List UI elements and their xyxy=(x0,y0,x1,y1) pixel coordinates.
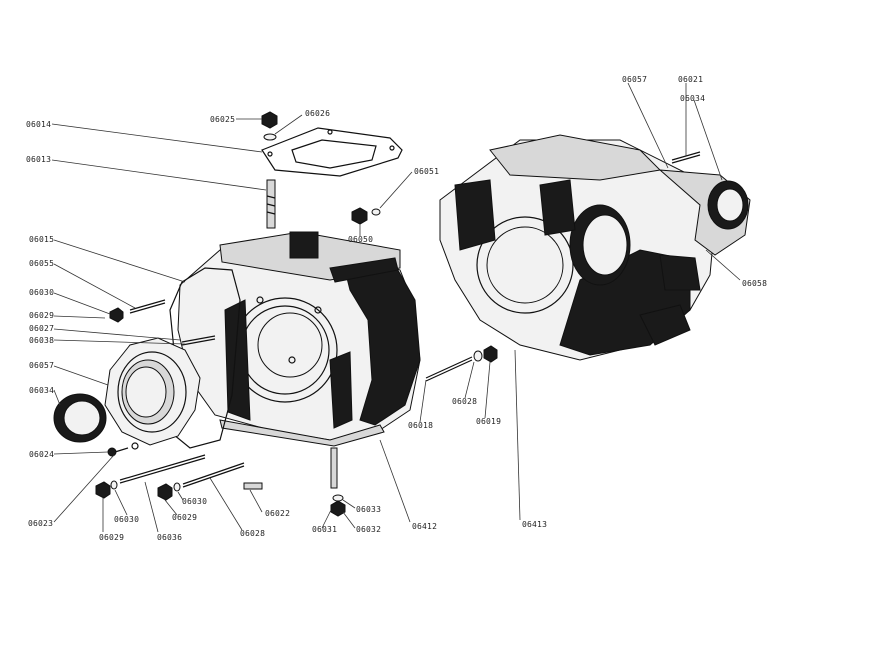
part-label: 06057 xyxy=(29,361,54,370)
part-label: 06055 xyxy=(29,259,54,268)
top-fasteners xyxy=(261,111,278,229)
flange-cover xyxy=(104,337,201,446)
part-label: 06015 xyxy=(29,235,54,244)
top-gasket xyxy=(261,127,403,177)
part-label: 06413 xyxy=(522,520,547,529)
part-label: 06022 xyxy=(265,509,290,518)
part-label: 06030 xyxy=(182,497,207,506)
part-label: 06030 xyxy=(114,515,139,524)
part-label: 06058 xyxy=(742,279,767,288)
part-label: 06028 xyxy=(452,397,477,406)
part-label: 06031 xyxy=(312,525,337,534)
part-label: 06025 xyxy=(210,115,235,124)
part-label: 06013 xyxy=(26,155,51,164)
part-label: 06033 xyxy=(356,505,381,514)
part-label: 06034 xyxy=(29,386,54,395)
part-label: 06412 xyxy=(412,522,437,531)
part-label: 06019 xyxy=(476,417,501,426)
part-label: 06023 xyxy=(28,519,53,528)
part-label: 06050 xyxy=(348,235,373,244)
part-label: 06018 xyxy=(408,421,433,430)
leader-lines xyxy=(51,82,741,533)
part-label: 06036 xyxy=(157,533,182,542)
rear-housing xyxy=(439,134,751,361)
part-label: 06029 xyxy=(29,311,54,320)
part-label: 06038 xyxy=(29,336,54,345)
mid-fasteners xyxy=(351,207,498,382)
part-label: 06057 xyxy=(622,75,647,84)
part-label: 06021 xyxy=(678,75,703,84)
oil-seal xyxy=(53,393,107,443)
part-label: 06026 xyxy=(305,109,330,118)
part-labels: 06025 06026 06014 06013 06015 06055 0603… xyxy=(26,75,767,542)
part-label: 06029 xyxy=(172,513,197,522)
front-housing xyxy=(177,231,421,447)
part-label: 06034 xyxy=(680,94,705,103)
part-label: 06027 xyxy=(29,324,54,333)
left-fasteners xyxy=(95,299,263,501)
part-label: 06024 xyxy=(29,450,54,459)
part-label: 06032 xyxy=(356,525,381,534)
bottom-stud xyxy=(330,447,346,517)
part-label: 06030 xyxy=(29,288,54,297)
part-label: 06051 xyxy=(414,167,439,176)
part-label: 06028 xyxy=(240,529,265,538)
part-label: 06029 xyxy=(99,533,124,542)
part-label: 06014 xyxy=(26,120,51,129)
